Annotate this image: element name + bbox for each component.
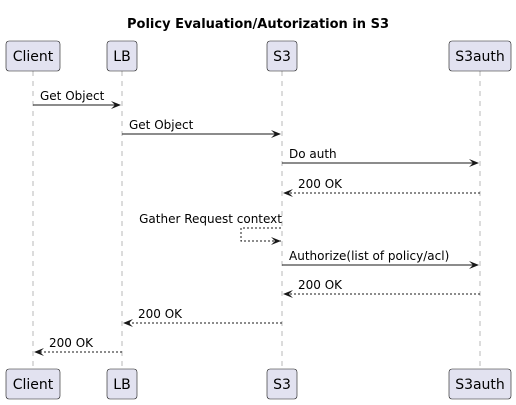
message-2: Get Object xyxy=(122,118,281,138)
arrowhead xyxy=(123,319,133,327)
participant-label: S3auth xyxy=(455,49,505,65)
participant-box xyxy=(5,40,61,72)
message-3: Do auth xyxy=(282,147,479,167)
participant-box xyxy=(266,368,298,400)
arrowhead xyxy=(271,130,281,138)
message-5: Gather Request context xyxy=(139,212,282,245)
message-1: Get Object xyxy=(33,89,121,109)
diagram-title: Policy Evaluation/Autorization in S3 xyxy=(127,17,389,32)
message-line xyxy=(240,227,281,242)
message-label: 200 OK xyxy=(138,307,183,321)
participant-box xyxy=(106,40,138,72)
participant-label: S3auth xyxy=(455,377,505,393)
participant-client-top: Client xyxy=(5,40,61,72)
participant-label: Client xyxy=(13,377,54,393)
message-label: 200 OK xyxy=(49,336,94,350)
message-6: Authorize(list of policy/acl) xyxy=(282,249,479,269)
participant-box xyxy=(448,40,512,72)
message-label: Gather Request context xyxy=(139,212,282,226)
arrowhead xyxy=(283,189,293,197)
participant-box xyxy=(448,368,512,400)
message-9: 200 OK xyxy=(34,336,122,356)
message-8: 200 OK xyxy=(123,307,282,327)
participant-lb-top: LB xyxy=(106,40,138,72)
message-label: 200 OK xyxy=(298,278,343,292)
participants-bottom: Client LB S3 S3auth xyxy=(5,368,512,400)
participant-label: Client xyxy=(13,49,54,65)
arrowhead xyxy=(271,237,281,245)
message-label: Get Object xyxy=(40,89,105,103)
arrowhead xyxy=(469,261,479,269)
participant-box xyxy=(5,368,61,400)
participant-box xyxy=(106,368,138,400)
participant-label: S3 xyxy=(273,49,291,65)
participant-box xyxy=(266,40,298,72)
arrowhead xyxy=(111,101,121,109)
participant-s3auth-top: S3auth xyxy=(448,40,512,72)
participants-top: Client LB S3 S3auth xyxy=(5,40,512,72)
participant-lb-bottom: LB xyxy=(106,368,138,400)
message-4: 200 OK xyxy=(283,177,480,197)
participant-s3auth-bottom: S3auth xyxy=(448,368,512,400)
message-7: 200 OK xyxy=(283,278,480,298)
arrowhead xyxy=(469,159,479,167)
message-label: 200 OK xyxy=(298,177,343,191)
participant-s3-top: S3 xyxy=(266,40,298,72)
arrowhead xyxy=(283,290,293,298)
participant-client-bottom: Client xyxy=(5,368,61,400)
participant-s3-bottom: S3 xyxy=(266,368,298,400)
participant-label: S3 xyxy=(273,377,291,393)
participant-label: LB xyxy=(113,377,130,393)
message-label: Authorize(list of policy/acl) xyxy=(289,249,449,263)
message-label: Do auth xyxy=(289,147,337,161)
arrowhead xyxy=(34,348,44,356)
participant-label: LB xyxy=(113,49,130,65)
message-label: Get Object xyxy=(129,118,194,132)
